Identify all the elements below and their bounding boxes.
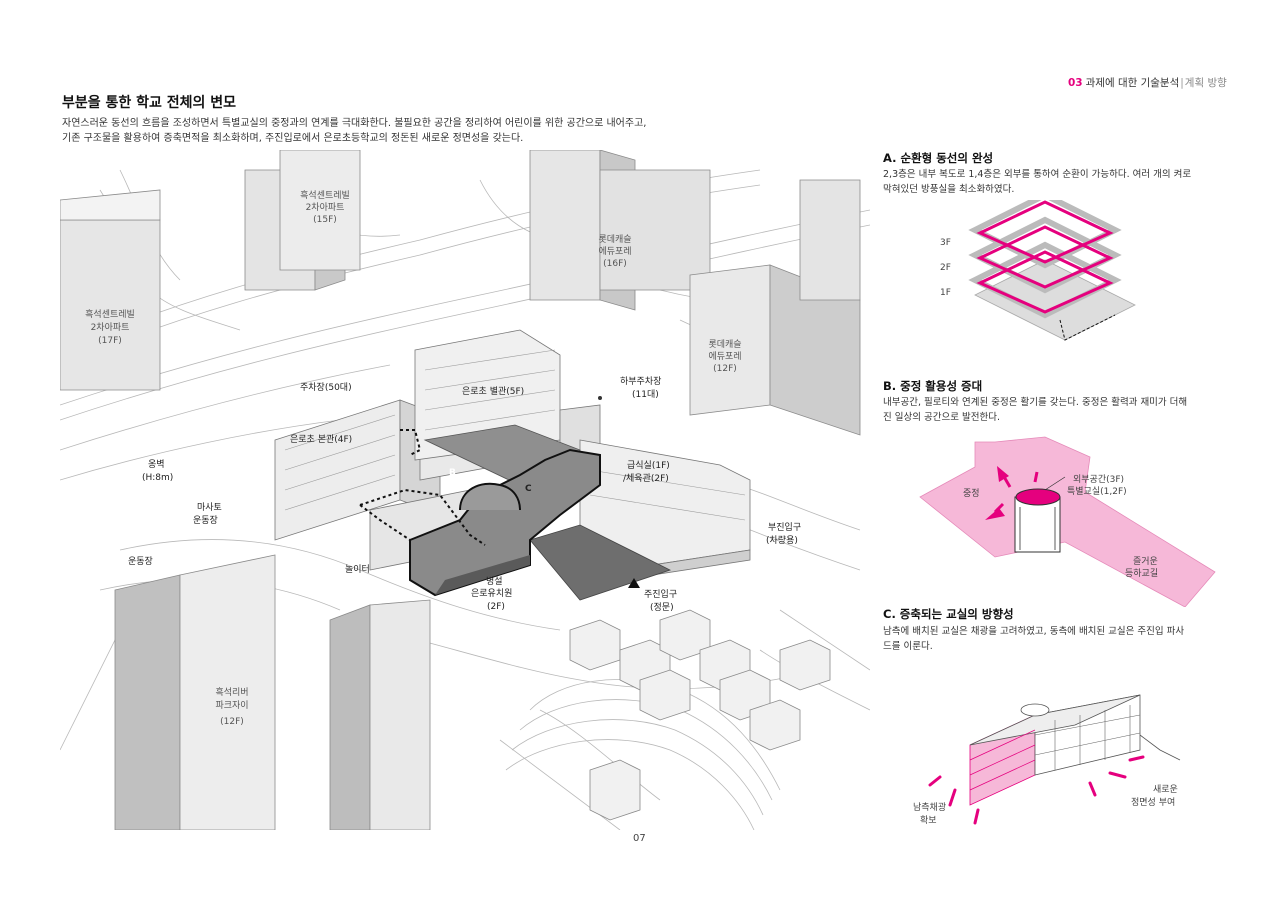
section-b-line-1: 내부공간, 필로티와 연계된 중정은 활기를 갖는다. 중정은 활력과 재미가 … (883, 397, 1188, 408)
page-number: 07 (633, 833, 646, 844)
label-road-1: 즐거운 (1133, 556, 1158, 567)
label-retaining-wall-height: (H:8m) (142, 473, 173, 483)
label-parking: 주차장(50대) (300, 381, 352, 393)
label-tower-a-name: 흑석센트레빌 (300, 189, 350, 201)
section-b-title: B. 중정 활용성 증대 (883, 379, 983, 393)
label-tower-b-name: 흑석센트레빌 (85, 308, 135, 320)
label-outdoor-space: 외부공간(3F) (1073, 473, 1124, 485)
label-new-front-1: 새로운 (1153, 784, 1178, 795)
label-kindergarten-3: (2F) (487, 602, 505, 612)
floor-label-2f: 2F (940, 263, 951, 273)
section-subtitle: 계획 방향 (1184, 77, 1227, 89)
section-title: 과제에 대한 기술분석 (1085, 77, 1180, 89)
intro-line-2: 기존 구조물을 활용하여 증축면적을 최소화하며, 주진입로에서 은로초등학교의… (62, 133, 524, 144)
label-kindergarten-1: 병설 (486, 576, 503, 587)
label-tower-a-sub: 2차아파트 (306, 201, 345, 213)
label-play-area: 놀이터 (345, 564, 370, 575)
main-entrance-marker (628, 578, 640, 588)
section-c-text: 남측에 배치된 교실은 채광을 고려하였고, 동측에 배치된 교실은 주진입 파… (883, 624, 1223, 654)
label-tower-d-name: 롯데캐슬 (708, 339, 741, 350)
section-a-title: A. 순환형 동선의 완성 (883, 151, 994, 165)
section-c-diagram: 남측채광 확보 새로운 정면성 부여 (913, 694, 1181, 826)
label-tower-d-sub: 에듀포레 (708, 351, 741, 362)
label-lower-parking-count: (11대) (632, 389, 659, 400)
intro-text: 자연스러운 동선의 흐름을 조성하면서 특별교실의 중정과의 연계를 극대화한다… (62, 116, 702, 146)
section-b-line-2: 진 일상의 공간으로 발전한다. (883, 412, 1000, 423)
label-lower-parking: 하부주차장 (620, 375, 661, 387)
label-new-front-2: 정면성 부여 (1131, 796, 1175, 808)
intro-line-1: 자연스러운 동선의 흐름을 조성하면서 특별교실의 중정과의 연계를 극대화한다… (62, 118, 647, 129)
label-main-entrance: 주진입구 (644, 588, 677, 600)
section-a-line-1: 2,3층은 내부 복도로 1,4층은 외부를 통하여 순환이 가능하다. 여러 … (883, 169, 1192, 180)
section-separator: | (1180, 77, 1184, 89)
label-road-2: 등하교길 (1125, 568, 1158, 579)
label-courtyard: 중정 (963, 488, 980, 499)
label-tower-c-name: 롯데캐슬 (598, 234, 631, 245)
school-buildings (274, 329, 751, 581)
floor-label-1f: 1F (940, 288, 951, 298)
circulation-dotted-line (359, 429, 486, 546)
page-title: 부분을 통한 학교 전체의 변모 (62, 95, 237, 111)
label-tower-e-floors: (12F) (220, 717, 244, 727)
lower-parking-marker (598, 396, 602, 400)
label-retaining-wall: 옹벽 (148, 459, 165, 470)
label-tower-a-floors: (15F) (313, 215, 337, 225)
label-main-entrance-note: (정문) (650, 602, 674, 613)
marker-c: C (525, 484, 532, 494)
site-axonometric-map: 흑석센트레빌 2차아파트 (15F) 흑석센트레빌 2차아파트 (17F) 롯데… (60, 150, 870, 830)
label-tower-c-floors: (16F) (603, 259, 627, 269)
section-a-diagram: 3F 2F 1F (940, 200, 1136, 341)
label-south-light-1: 남측채광 (913, 801, 946, 813)
label-tower-d-floors: (12F) (713, 364, 737, 374)
apartment-towers (60, 150, 861, 830)
section-b-diagram: 중정 외부공간(3F) 특별교실(1,2F) 즐거운 등하교길 (919, 436, 1216, 607)
floor-label-3f: 3F (940, 238, 951, 248)
label-masato: 마사토 (197, 502, 222, 513)
label-tower-e-name: 흑석리버 (215, 686, 248, 698)
label-kindergarten-2: 은로유치원 (471, 587, 512, 599)
label-tower-b-floors: (17F) (98, 336, 122, 346)
label-south-light-2: 확보 (920, 814, 937, 826)
section-a-text: 2,3층은 내부 복도로 1,4층은 외부를 통하여 순환이 가능하다. 여러 … (883, 167, 1223, 197)
section-c-line-1: 남측에 배치된 교실은 채광을 고려하였고, 동측에 배치된 교실은 주진입 파… (883, 626, 1185, 637)
section-number: 03 (1068, 77, 1083, 89)
label-playground-field: 운동장 (128, 556, 153, 567)
label-annex: 은로초 별관(5F) (462, 386, 524, 397)
label-tower-b-sub: 2차아파트 (91, 321, 130, 333)
residential-blocks (569, 609, 831, 821)
label-tower-e-sub: 파크자이 (215, 700, 248, 711)
label-main-building: 은로초 본관(4F) (290, 434, 352, 445)
section-b-text: 내부공간, 필로티와 연계된 중정은 활기를 갖는다. 중정은 활력과 재미가 … (883, 395, 1223, 425)
building-labels: 흑석센트레빌 2차아파트 (15F) 흑석센트레빌 2차아파트 (17F) 롯데… (85, 189, 741, 727)
marker-b: B (449, 468, 456, 478)
section-a-line-2: 막혀있던 방풍실을 최소화하였다. (883, 184, 1015, 195)
label-sub-entrance: 부진입구 (768, 521, 801, 533)
label-special-classroom: 특별교실(1,2F) (1067, 486, 1127, 497)
label-field: 운동장 (193, 515, 218, 526)
site-labels: 주차장(50대) 은로초 별관(5F) 하부주차장 (11대) 은로초 본관(4… (128, 375, 801, 613)
label-sub-entrance-note: (차량용) (766, 534, 798, 546)
label-tower-c-sub: 에듀포레 (598, 246, 631, 257)
section-c-line-2: 드를 이룬다. (883, 641, 933, 652)
label-cafeteria: 급식실(1F) (627, 460, 670, 471)
label-gym: /체육관(2F) (623, 473, 669, 484)
section-c-title: C. 증축되는 교실의 방향성 (883, 607, 1014, 621)
new-extension (409, 448, 601, 597)
